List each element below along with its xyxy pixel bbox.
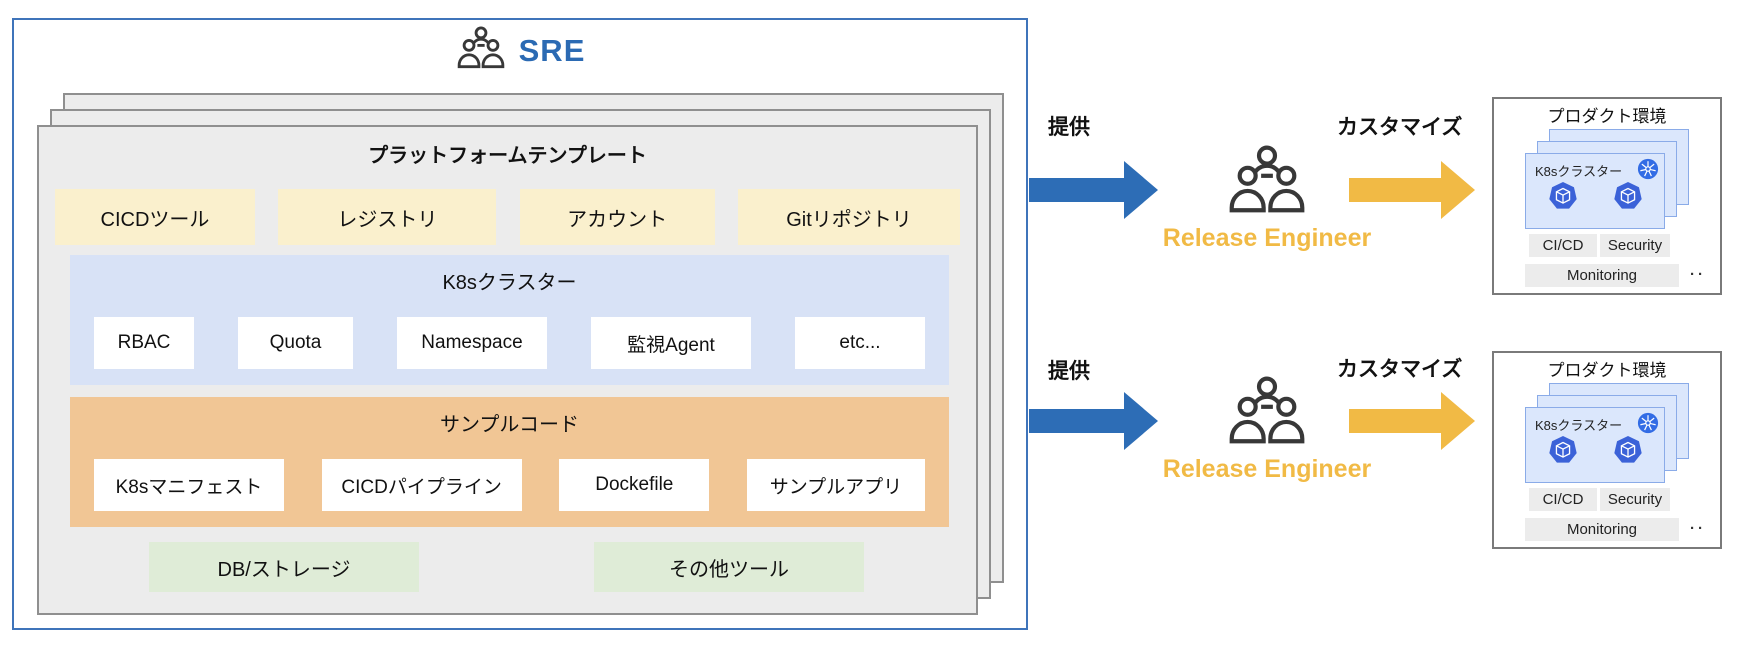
- extra-box-db-storage: DB/ストレージ: [149, 542, 419, 592]
- chip-security: Security: [1600, 488, 1670, 511]
- provide-arrow-2: [1029, 390, 1160, 457]
- provide-label-2: 提供: [1048, 360, 1090, 383]
- platform-template-card: プラットフォームテンプレート CICDツール レジストリ アカウント Gitリポ…: [37, 125, 978, 615]
- infra-row: CICDツール レジストリ アカウント Gitリポジトリ: [55, 189, 960, 245]
- k8s-cluster-card: K8sクラスター: [1525, 153, 1665, 229]
- pod-icon: [1613, 181, 1643, 216]
- release-engineer-label: Release Engineer: [1162, 224, 1372, 252]
- platform-template-title: プラットフォームテンプレート: [368, 145, 647, 167]
- customize-arrow-2: [1349, 390, 1477, 457]
- pod-icon: [1548, 181, 1578, 216]
- customize-label-2: カスタマイズ: [1337, 358, 1463, 381]
- sample-code-section: サンプルコード K8sマニフェスト CICDパイプライン Dockefile サ…: [70, 397, 949, 527]
- sre-title: SRE: [518, 32, 586, 68]
- people-group-icon: [1225, 376, 1309, 451]
- k8s-cluster-card-label: K8sクラスター: [1535, 164, 1623, 179]
- k8s-item-monitoring-agent: 監視Agent: [591, 317, 751, 369]
- customize-label-1: カスタマイズ: [1337, 116, 1463, 139]
- k8s-item-rbac: RBAC: [94, 317, 194, 369]
- kubernetes-logo-icon: [1637, 412, 1659, 439]
- people-group-icon: [1225, 145, 1309, 220]
- pod-icon: [1548, 435, 1578, 470]
- kubernetes-logo-icon: [1637, 158, 1659, 185]
- more-dots: ··: [1690, 266, 1706, 283]
- sample-item-dockefile: Dockefile: [559, 459, 710, 511]
- more-dots: ··: [1690, 520, 1706, 537]
- k8s-item-etc: etc...: [795, 317, 925, 369]
- k8s-cluster-section: K8sクラスター RBAC Quota Namespace 監視Agent et…: [70, 255, 949, 385]
- infra-box-cicd-tool: CICDツール: [55, 189, 255, 245]
- chip-security: Security: [1600, 234, 1670, 257]
- product-env-box-1: プロダクト環境 K8sクラスター: [1492, 97, 1722, 295]
- product-env-title: プロダクト環境: [1547, 361, 1667, 380]
- sample-item-sample-app: サンプルアプリ: [746, 459, 925, 511]
- k8s-cluster-card-label: K8sクラスター: [1535, 418, 1623, 433]
- release-engineer-1: Release Engineer: [1152, 145, 1382, 253]
- pod-icon: [1613, 435, 1643, 470]
- provide-arrow-1: [1029, 159, 1160, 226]
- infra-box-git-repo: Gitリポジトリ: [737, 189, 960, 245]
- infra-box-account: アカウント: [519, 189, 715, 245]
- infra-box-registry: レジストリ: [278, 189, 497, 245]
- product-env-box-2: プロダクト環境 K8sクラスター: [1492, 351, 1722, 549]
- release-engineer-label: Release Engineer: [1162, 455, 1372, 483]
- sample-item-cicd-pipeline: CICDパイプライン: [321, 459, 522, 511]
- chip-monitoring: Monitoring: [1525, 518, 1679, 541]
- product-env-title: プロダクト環境: [1547, 107, 1667, 126]
- sample-code-section-title: サンプルコード: [440, 414, 579, 436]
- chip-monitoring: Monitoring: [1525, 264, 1679, 287]
- chip-cicd: CI/CD: [1529, 234, 1597, 257]
- extra-box-other-tools: その他ツール: [594, 542, 864, 592]
- k8s-cluster-section-title: K8sクラスター: [442, 272, 577, 294]
- customize-arrow-1: [1349, 159, 1477, 226]
- sample-code-items-row: K8sマニフェスト CICDパイプライン Dockefile サンプルアプリ: [94, 459, 925, 511]
- k8s-cluster-items-row: RBAC Quota Namespace 監視Agent etc...: [94, 317, 925, 369]
- release-engineer-2: Release Engineer: [1152, 376, 1382, 484]
- provide-label-1: 提供: [1048, 116, 1090, 139]
- extra-tools-row: DB/ストレージ その他ツール: [149, 542, 864, 592]
- sample-item-k8s-manifest: K8sマニフェスト: [94, 459, 284, 511]
- k8s-item-namespace: Namespace: [397, 317, 547, 369]
- chip-cicd: CI/CD: [1529, 488, 1597, 511]
- k8s-cluster-card: K8sクラスター: [1525, 407, 1665, 483]
- sre-header: SRE: [12, 26, 1028, 75]
- k8s-item-quota: Quota: [238, 317, 353, 369]
- people-group-icon: [455, 26, 507, 75]
